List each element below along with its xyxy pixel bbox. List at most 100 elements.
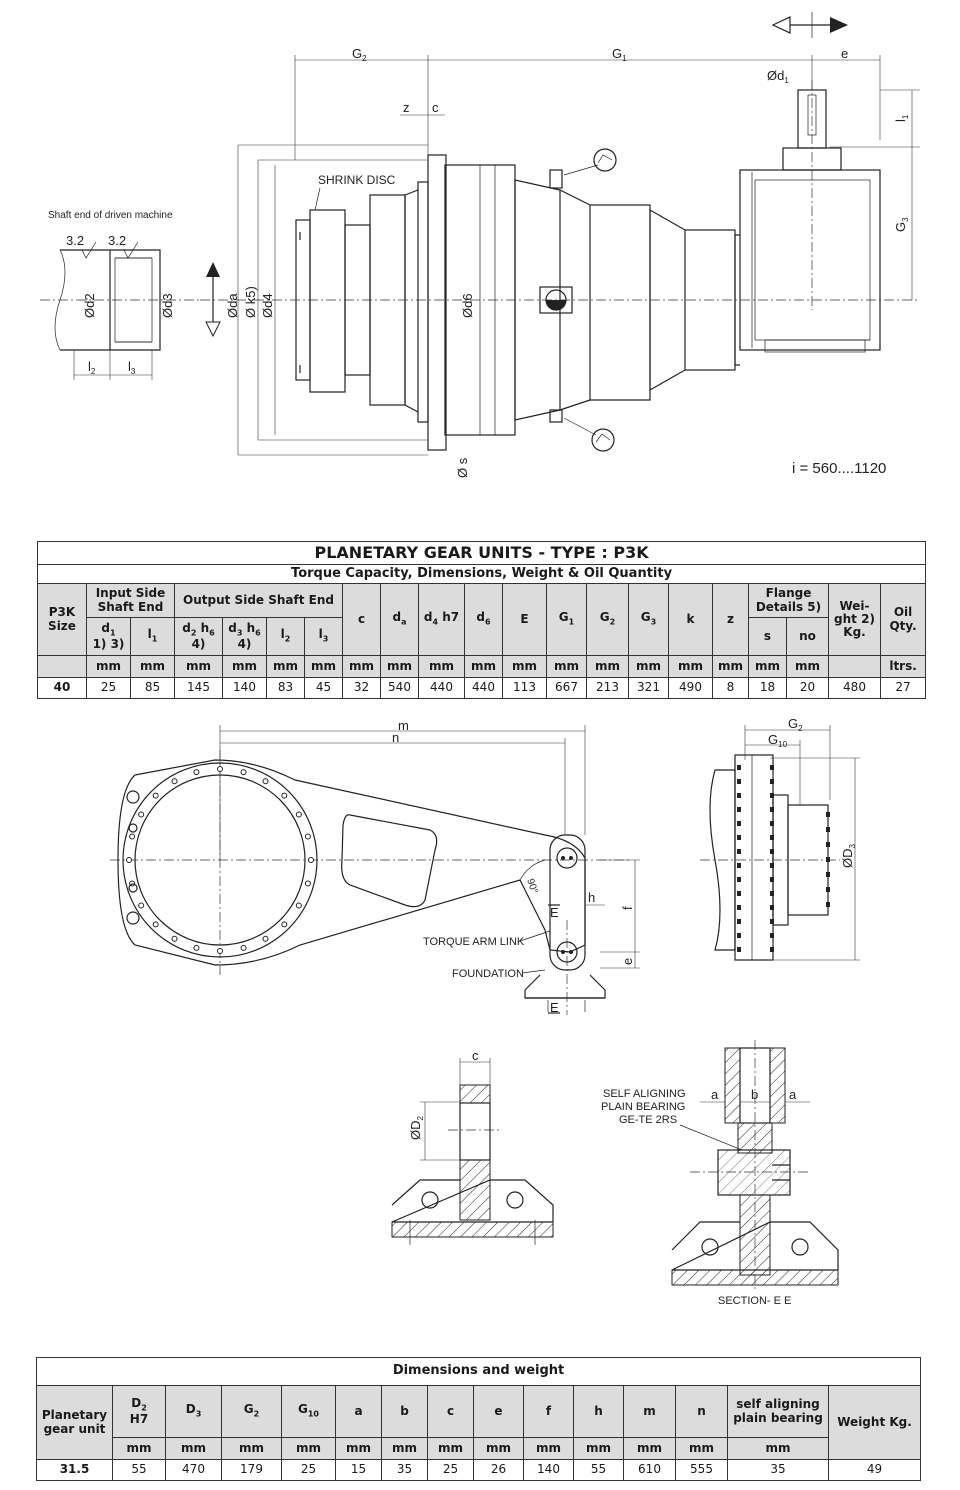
header-oil: Oil Qty. bbox=[879, 583, 927, 656]
side-bolts bbox=[737, 765, 830, 952]
header-a: a bbox=[335, 1385, 382, 1438]
unit-cell: mm bbox=[727, 1437, 829, 1460]
breather-icon bbox=[549, 148, 617, 189]
unit-cell: mm bbox=[628, 655, 669, 678]
flange-bolt bbox=[737, 891, 741, 896]
header-bearing: self aligning plain bearing bbox=[727, 1385, 829, 1438]
unit-cell: mm bbox=[675, 1437, 728, 1460]
cell-weight: 49 bbox=[827, 1459, 922, 1481]
table2-units-row: mm mm mm mm mm mm mm mm mm mm mm mm mm bbox=[37, 1437, 921, 1460]
unit-cell: mm bbox=[221, 1437, 282, 1460]
dim-da-label: Øda bbox=[225, 293, 240, 318]
cell-G2: 213 bbox=[586, 677, 629, 699]
flange-bolt bbox=[737, 779, 741, 784]
shrink-disc-bolt bbox=[826, 842, 830, 847]
flange-bolt bbox=[770, 877, 774, 882]
bolt-hole bbox=[138, 902, 145, 909]
axial-direction-arrow bbox=[205, 262, 221, 338]
dim-d2-shaft-label: Ød2 bbox=[82, 293, 97, 318]
dim-z-label: z bbox=[403, 100, 410, 115]
cell-n: 555 bbox=[675, 1459, 728, 1481]
cell-s: 18 bbox=[748, 677, 787, 699]
unit-cell: mm bbox=[342, 655, 381, 678]
header-da: da bbox=[380, 583, 419, 656]
bolt-hole bbox=[193, 944, 200, 951]
unit-cell: mm bbox=[112, 1437, 166, 1460]
roughness-1-label: 3.2 bbox=[66, 233, 84, 248]
unit-cell: mm bbox=[418, 655, 465, 678]
bolt-hole bbox=[152, 921, 159, 928]
header-output-side: Output Side Shaft End bbox=[174, 583, 343, 618]
bearing-label-1: SELF ALIGNING bbox=[603, 1088, 686, 1100]
dimensions-weight-table: Dimensions and weight Planetary gear uni… bbox=[35, 1357, 922, 1481]
flange-bolt bbox=[770, 891, 774, 896]
cell-E: 113 bbox=[502, 677, 547, 699]
dim-d1-label: Ød1 bbox=[767, 68, 789, 85]
flange-bolt bbox=[770, 779, 774, 784]
header-no: no bbox=[786, 617, 829, 656]
unit-cell bbox=[828, 655, 881, 678]
header-s: s bbox=[748, 617, 787, 656]
dim-g2-side-label: G2 bbox=[788, 716, 803, 733]
unit-cell: mm bbox=[266, 655, 305, 678]
bolt-hole bbox=[171, 778, 178, 785]
rotation-direction-arrows bbox=[771, 12, 848, 38]
bearing-label-2: PLAIN BEARING bbox=[601, 1101, 685, 1113]
unit-cell: mm bbox=[174, 655, 223, 678]
roughness-2-label: 3.2 bbox=[108, 233, 126, 248]
unit-cell: mm bbox=[523, 1437, 574, 1460]
gear-unit-side-view-drawing: G2 G1 e z c Ød1 l1 G3 Øda Ø k5) Ød4 Ø bbox=[40, 12, 920, 478]
bolt-hole bbox=[240, 944, 247, 951]
dim-f-label: f bbox=[620, 906, 635, 910]
bolt-hole bbox=[295, 811, 302, 818]
header-c: c bbox=[427, 1385, 474, 1438]
cell-da: 540 bbox=[380, 677, 419, 699]
dim-c-label: c bbox=[432, 100, 439, 115]
oil-drain-icon bbox=[549, 409, 615, 452]
dim-a-right-label: a bbox=[789, 1087, 797, 1102]
flange-bolt bbox=[770, 835, 774, 840]
ratio-range-label: i = 560....1120 bbox=[792, 460, 886, 477]
bolt-circle bbox=[126, 766, 314, 954]
torque-arm-link-label: TORQUE ARM LINK bbox=[423, 936, 525, 948]
dim-g1-label: G1 bbox=[612, 46, 627, 63]
cell-z: 8 bbox=[712, 677, 749, 699]
flange-bolt bbox=[737, 765, 741, 770]
bolt-hole bbox=[138, 811, 145, 818]
cell-a: 15 bbox=[335, 1459, 382, 1481]
cell-G10: 25 bbox=[281, 1459, 336, 1481]
shaft-end-label: Shaft end of driven machine bbox=[48, 210, 173, 221]
dim-d3-shaft-label: Ød3 bbox=[160, 293, 175, 318]
cell-l1: 85 bbox=[130, 677, 175, 699]
table-row: 40 25 85 145 140 83 45 32 540 440 440 11… bbox=[37, 677, 927, 699]
header-n: n bbox=[675, 1385, 728, 1438]
header-d4: d4 h7 bbox=[418, 583, 465, 656]
header-l2: l2 bbox=[266, 617, 305, 656]
cell-k: 490 bbox=[668, 677, 713, 699]
flange-bolt bbox=[737, 863, 741, 868]
header-b: b bbox=[381, 1385, 428, 1438]
cell-b: 35 bbox=[381, 1459, 428, 1481]
header-E: E bbox=[502, 583, 547, 656]
bolt-hole bbox=[308, 857, 314, 863]
flange-bolt bbox=[770, 863, 774, 868]
unit-cell: mm bbox=[86, 655, 131, 678]
dim-e-label: e bbox=[841, 46, 848, 61]
header-c: c bbox=[342, 583, 381, 656]
bolt-hole bbox=[193, 769, 200, 776]
unit-cell: mm bbox=[381, 1437, 428, 1460]
flange-bolt bbox=[737, 947, 741, 952]
flange-bolt bbox=[770, 821, 774, 826]
bolt-hole bbox=[171, 935, 178, 942]
flange-bolt bbox=[737, 793, 741, 798]
p3k-spec-table: PLANETARY GEAR UNITS - TYPE : P3K Torque… bbox=[36, 541, 927, 699]
cell-h: 55 bbox=[573, 1459, 624, 1481]
flange-bolt bbox=[770, 849, 774, 854]
header-weight: Weight Kg. bbox=[827, 1385, 922, 1460]
cell-bearing: 35 bbox=[727, 1459, 829, 1481]
flange-bolt bbox=[770, 919, 774, 924]
cell-no: 20 bbox=[786, 677, 829, 699]
